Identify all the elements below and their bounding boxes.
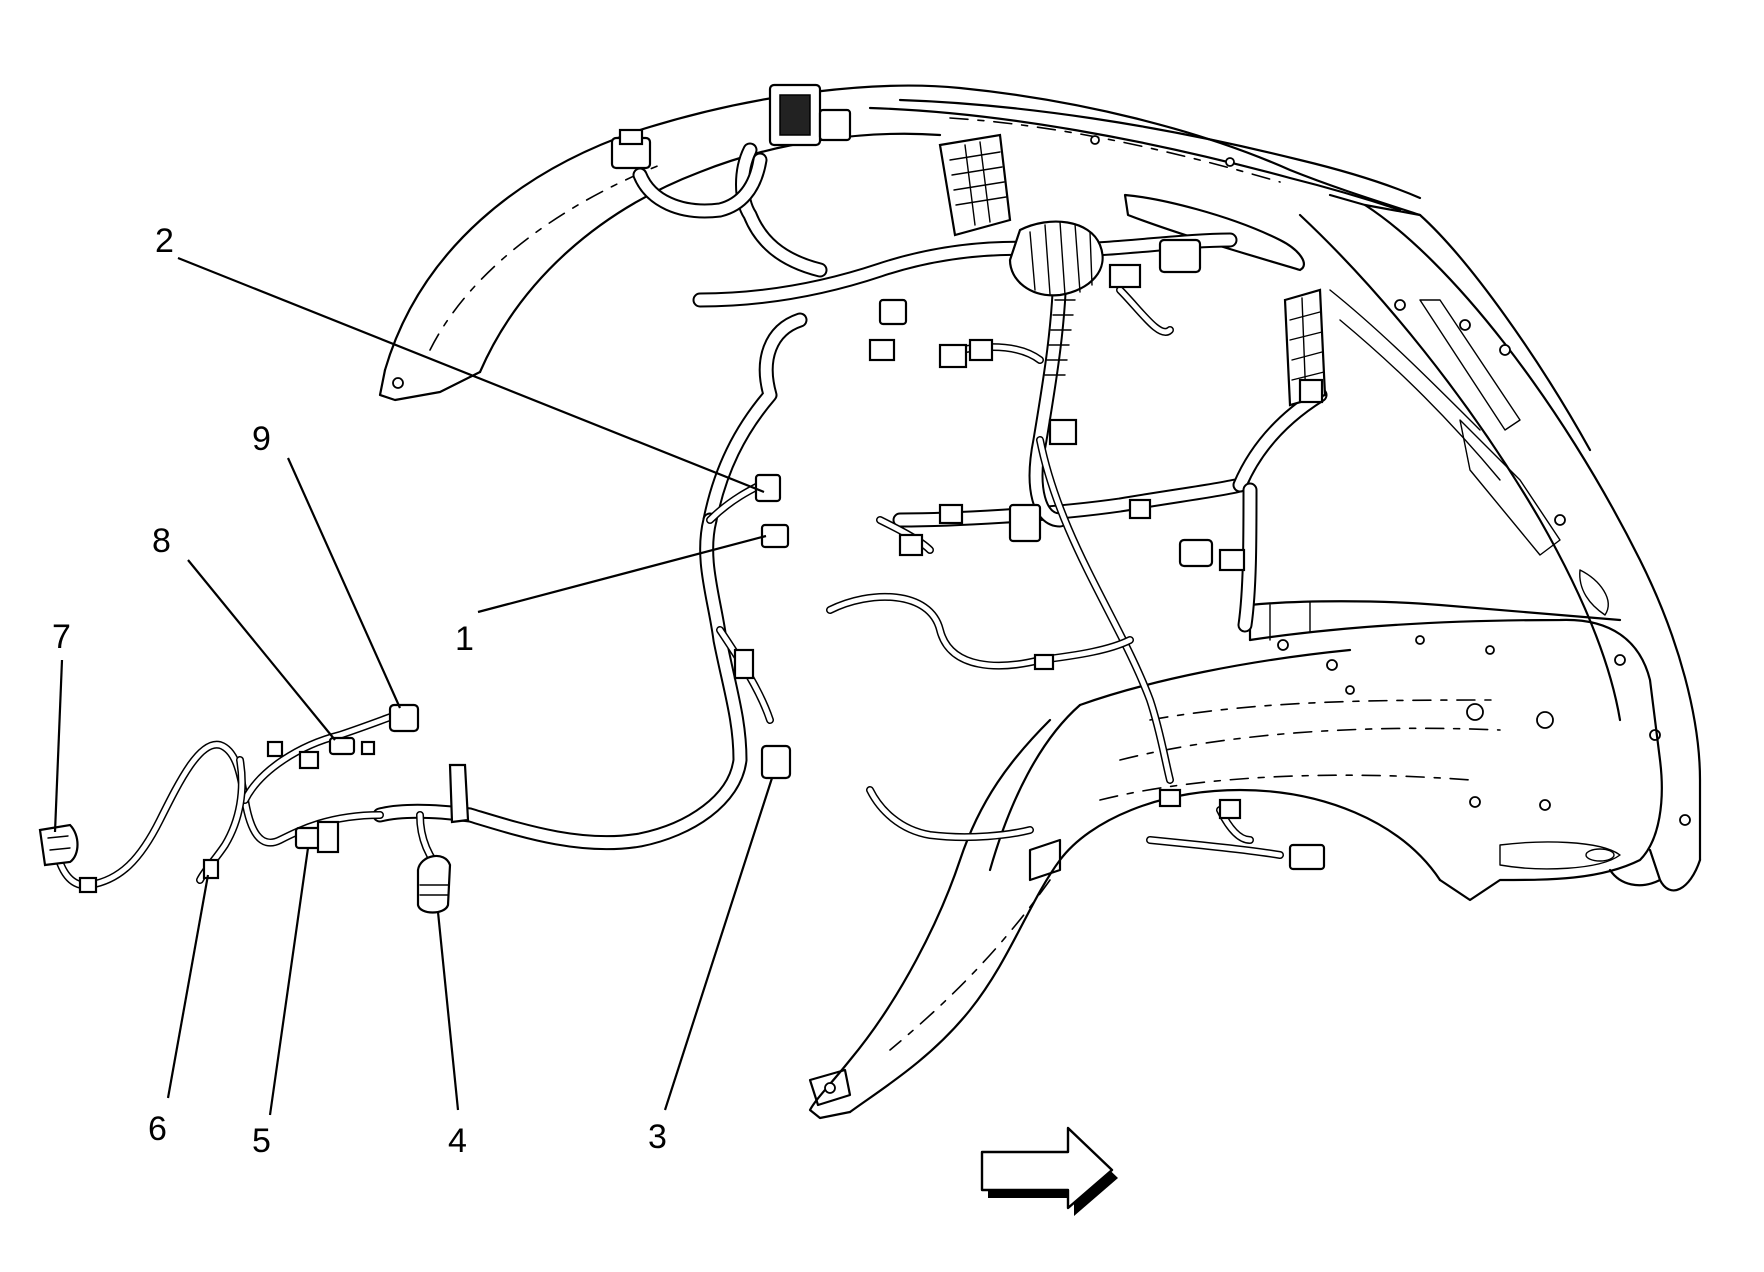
leader-4 (436, 911, 460, 1111)
callout-9: 9 (252, 420, 271, 458)
callout-4: 4 (448, 1122, 467, 1160)
callout-1: 1 (455, 620, 474, 658)
connector-4 (416, 854, 452, 914)
convoluted-tube-vertical (1044, 299, 1076, 376)
connector-6 (202, 858, 220, 880)
leader-1 (477, 534, 767, 614)
callout-2: 2 (155, 222, 174, 260)
module-right (1283, 288, 1327, 407)
callout-8: 8 (152, 522, 171, 560)
leader-8 (187, 559, 336, 741)
leader-lines (53, 256, 774, 1116)
convoluted-tube (1008, 220, 1104, 297)
leader-2 (177, 256, 765, 494)
callout-5: 5 (252, 1122, 271, 1160)
leader-7 (53, 659, 64, 833)
lower-wheelhouse-panel (808, 600, 1663, 1120)
callout-7: 7 (52, 618, 71, 656)
leader-9 (286, 457, 402, 709)
fuse-block (938, 133, 1012, 237)
callout-6: 6 (148, 1110, 167, 1148)
leader-6 (166, 874, 210, 1099)
leader-5 (268, 847, 310, 1116)
connector-2 (754, 473, 782, 503)
left-harness-loop (51, 706, 449, 890)
callout-3: 3 (648, 1118, 667, 1156)
callout-labels: 2 9 8 7 1 6 5 4 3 (52, 222, 667, 1160)
branch-wires (706, 286, 1324, 859)
connector-9 (388, 703, 420, 733)
connectors (38, 83, 1327, 914)
arrow-right-icon (980, 1126, 1118, 1216)
connector-8 (328, 736, 356, 756)
connector-7 (38, 823, 79, 867)
connector-3 (760, 744, 792, 780)
leader-3 (663, 777, 774, 1111)
upper-body-frame (378, 84, 1702, 892)
